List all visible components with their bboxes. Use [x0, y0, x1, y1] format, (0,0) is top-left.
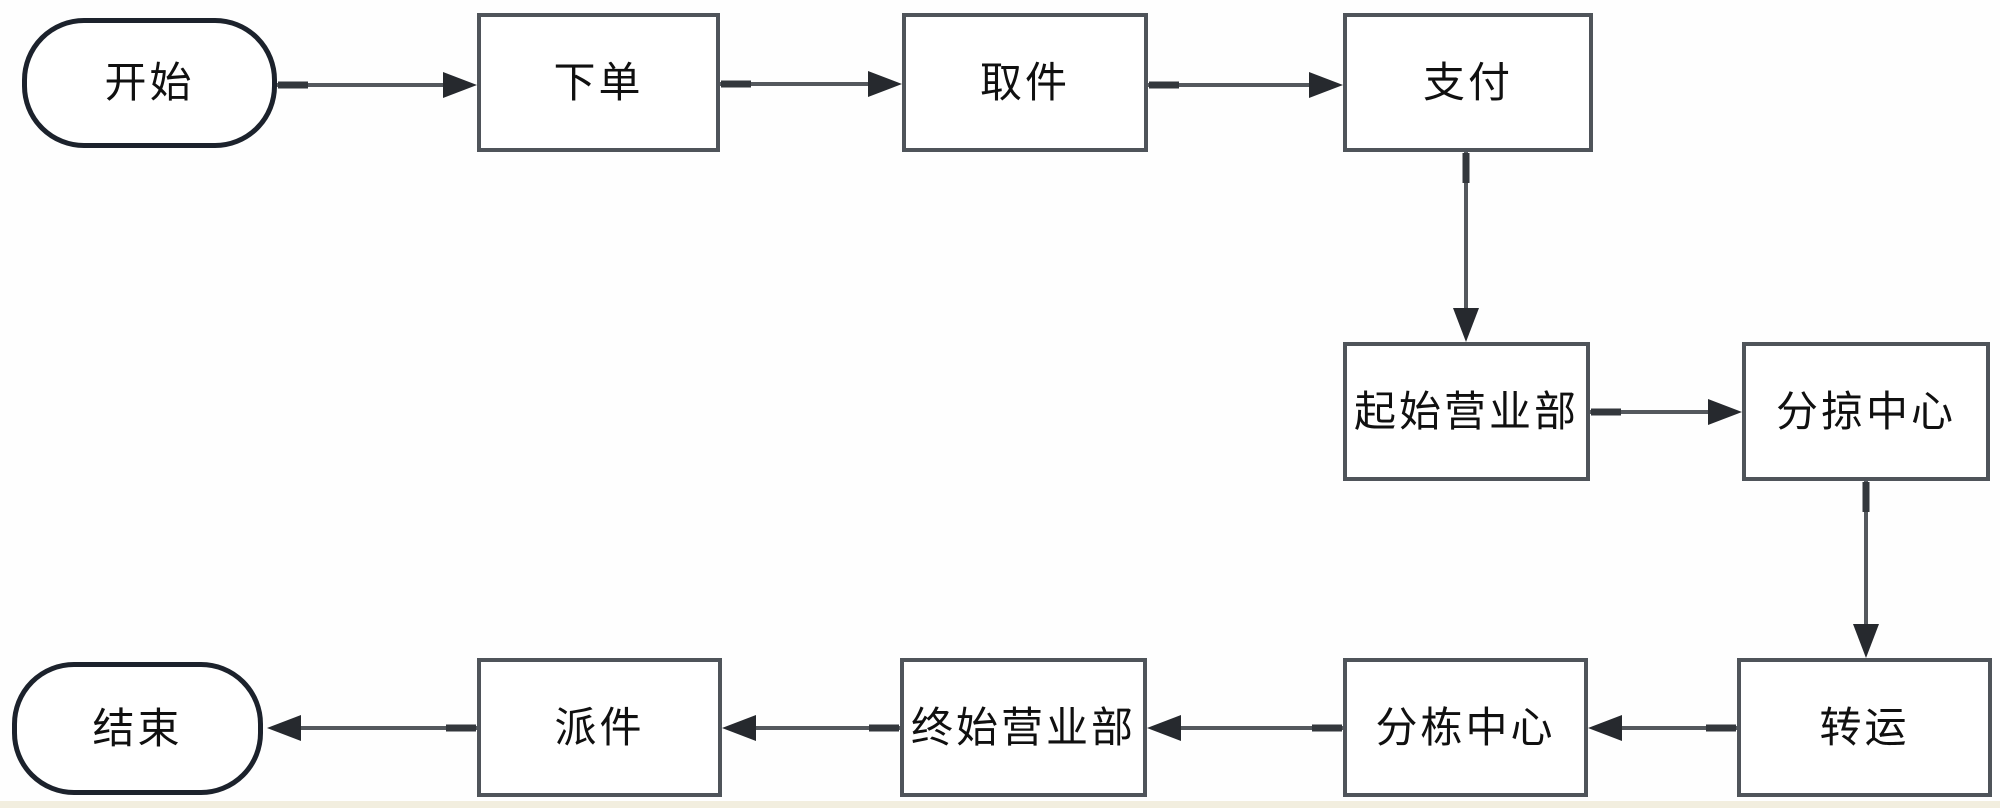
node-sorting-center-dest: 分栋中心: [1343, 658, 1588, 797]
arrow-payment-to-origin-branch: [1453, 152, 1479, 342]
arrow-sorting-center-to-transfer: [1853, 481, 1879, 658]
arrow-start-to-place-order: [277, 72, 477, 98]
node-payment: 支付: [1343, 13, 1593, 152]
node-dest-branch-label: 终始营业部: [910, 705, 1136, 752]
node-transfer: 转运: [1737, 658, 1992, 797]
node-end: 结束: [12, 662, 263, 795]
node-origin-branch-label: 起始营业部: [1353, 389, 1579, 436]
node-pickup-label: 取件: [979, 60, 1070, 107]
node-start-label: 开始: [104, 61, 195, 107]
node-dest-branch: 终始营业部: [900, 658, 1147, 797]
arrow-dest-branch-to-delivery: [722, 715, 900, 741]
node-transfer-label: 转运: [1819, 705, 1910, 752]
node-pickup: 取件: [902, 13, 1148, 152]
arrow-sorting-center-dest-to-dest-branch: [1147, 715, 1343, 741]
node-place-order-label: 下单: [553, 60, 644, 107]
arrow-pickup-to-payment: [1148, 72, 1343, 98]
arrow-origin-branch-to-sorting-center: [1590, 399, 1742, 425]
arrow-place-order-to-pickup: [720, 71, 902, 97]
node-end-label: 结束: [92, 706, 183, 753]
node-payment-label: 支付: [1422, 60, 1513, 107]
node-delivery-label: 派件: [554, 705, 645, 752]
scan-artifact-strip: [0, 801, 2000, 808]
node-sorting-center-dest-label: 分栋中心: [1375, 705, 1556, 752]
arrow-delivery-to-end: [267, 715, 477, 741]
node-start: 开始: [22, 18, 277, 148]
node-sorting-center-origin: 分掠中心: [1742, 342, 1990, 481]
node-delivery: 派件: [477, 658, 722, 797]
node-origin-branch: 起始营业部: [1343, 342, 1590, 481]
arrow-transfer-to-sorting-center-dest: [1588, 715, 1737, 741]
node-sorting-center-origin-label: 分掠中心: [1775, 389, 1956, 436]
node-place-order: 下单: [477, 13, 720, 152]
